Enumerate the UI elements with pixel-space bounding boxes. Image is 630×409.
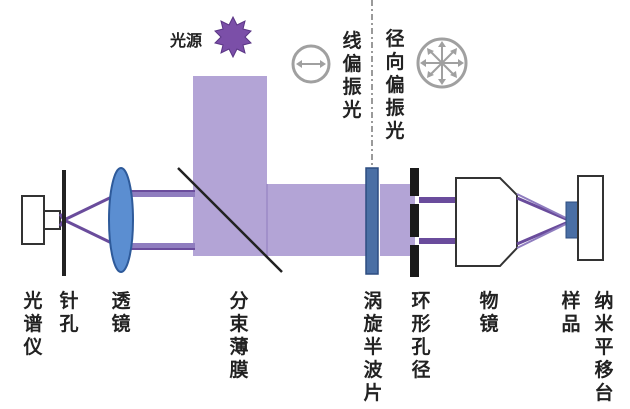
lens-label: 透镜 xyxy=(111,290,131,335)
nano-stage xyxy=(577,175,604,261)
ray-parallel-top xyxy=(120,191,195,197)
ray-focus-top xyxy=(516,196,567,221)
radial-polarization-icon xyxy=(416,37,468,89)
light-source-star-icon xyxy=(214,15,252,59)
ray-focus-top-outer xyxy=(516,193,567,219)
beam-splitter-label: 分束薄膜 xyxy=(229,290,249,381)
vortex-plate-label: 涡旋半波片 xyxy=(363,290,383,404)
nano-stage-label: 纳米平移台 xyxy=(594,290,614,404)
linear-polarized-label: 线偏振光 xyxy=(342,30,362,121)
spectrometer-port xyxy=(43,210,61,230)
pinhole-label: 针孔 xyxy=(59,290,79,335)
main-beam xyxy=(193,184,368,256)
objective-label: 物镜 xyxy=(479,290,499,335)
sample xyxy=(565,201,579,239)
source-beam xyxy=(193,76,267,184)
spectrometer-body xyxy=(21,195,45,245)
ray-parallel-bottom xyxy=(120,243,195,249)
spectrometer-label: 光谱仪 xyxy=(23,290,43,358)
linear-polarization-icon xyxy=(291,44,331,84)
annular-aperture-label: 环形孔径 xyxy=(411,290,431,381)
annular-aperture-top xyxy=(410,168,419,196)
beam-splitter xyxy=(177,167,283,273)
plate-aperture-beam xyxy=(380,184,415,256)
annular-aperture-bottom xyxy=(410,245,419,277)
objective-body xyxy=(455,177,518,267)
annular-aperture-middle xyxy=(410,204,419,237)
vortex-plate xyxy=(365,167,379,275)
sample-label: 样品 xyxy=(561,290,581,335)
ray-focus-bottom-outer xyxy=(516,223,567,249)
light-source-label: 光源 xyxy=(170,31,203,50)
ray-focus-bottom xyxy=(516,221,567,246)
lens xyxy=(108,167,134,273)
radial-polarized-label: 径向偏振光 xyxy=(385,28,405,142)
